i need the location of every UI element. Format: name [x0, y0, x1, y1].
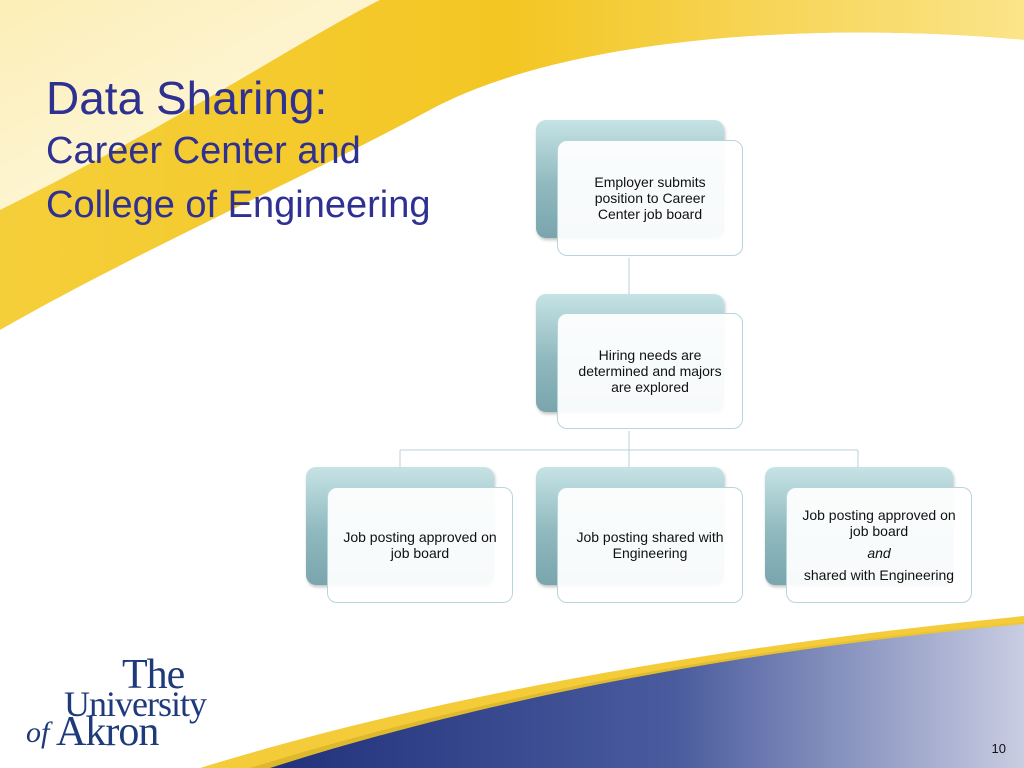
node-card: Employer submits position to Career Cent…: [557, 140, 743, 256]
yellow-swoosh-bottom: [200, 616, 1024, 768]
node-card: Job posting approved on job board and sh…: [786, 487, 972, 603]
blue-swoosh: [250, 622, 1024, 768]
node-card: Job posting approved on job board: [327, 487, 513, 603]
slide-title: Data Sharing: Career Center and College …: [46, 72, 431, 232]
node-card: Job posting shared with Engineering: [557, 487, 743, 603]
title-line-2: Career Center and: [46, 130, 361, 172]
node-label: Hiring needs are determined and majors a…: [578, 347, 722, 395]
node-label: Employer submits position to Career Cent…: [594, 174, 706, 222]
node-label-line-3: shared with Engineering: [803, 567, 955, 583]
logo-akron: Akron: [56, 709, 159, 750]
yellow-swoosh: [0, 0, 1024, 330]
title-line-3: College of Engineering: [46, 184, 431, 226]
node-label-line-1: Job posting approved on job board: [802, 507, 956, 539]
page-number: 10: [991, 741, 1006, 756]
logo-of: of: [26, 716, 53, 749]
node-label: Job posting shared with Engineering: [576, 529, 724, 561]
title-line-1: Data Sharing:: [46, 72, 328, 124]
logo-the: The: [122, 652, 185, 698]
university-of-akron-logo: The University of Akron: [26, 652, 208, 750]
node-card: Hiring needs are determined and majors a…: [557, 313, 743, 429]
white-swoosh-band: [0, 32, 1024, 372]
yellow-swoosh-highlight: [0, 0, 380, 210]
logo-university: University: [64, 684, 207, 724]
node-label-and: and: [867, 545, 891, 561]
node-label: Job posting approved on job board: [343, 529, 497, 561]
